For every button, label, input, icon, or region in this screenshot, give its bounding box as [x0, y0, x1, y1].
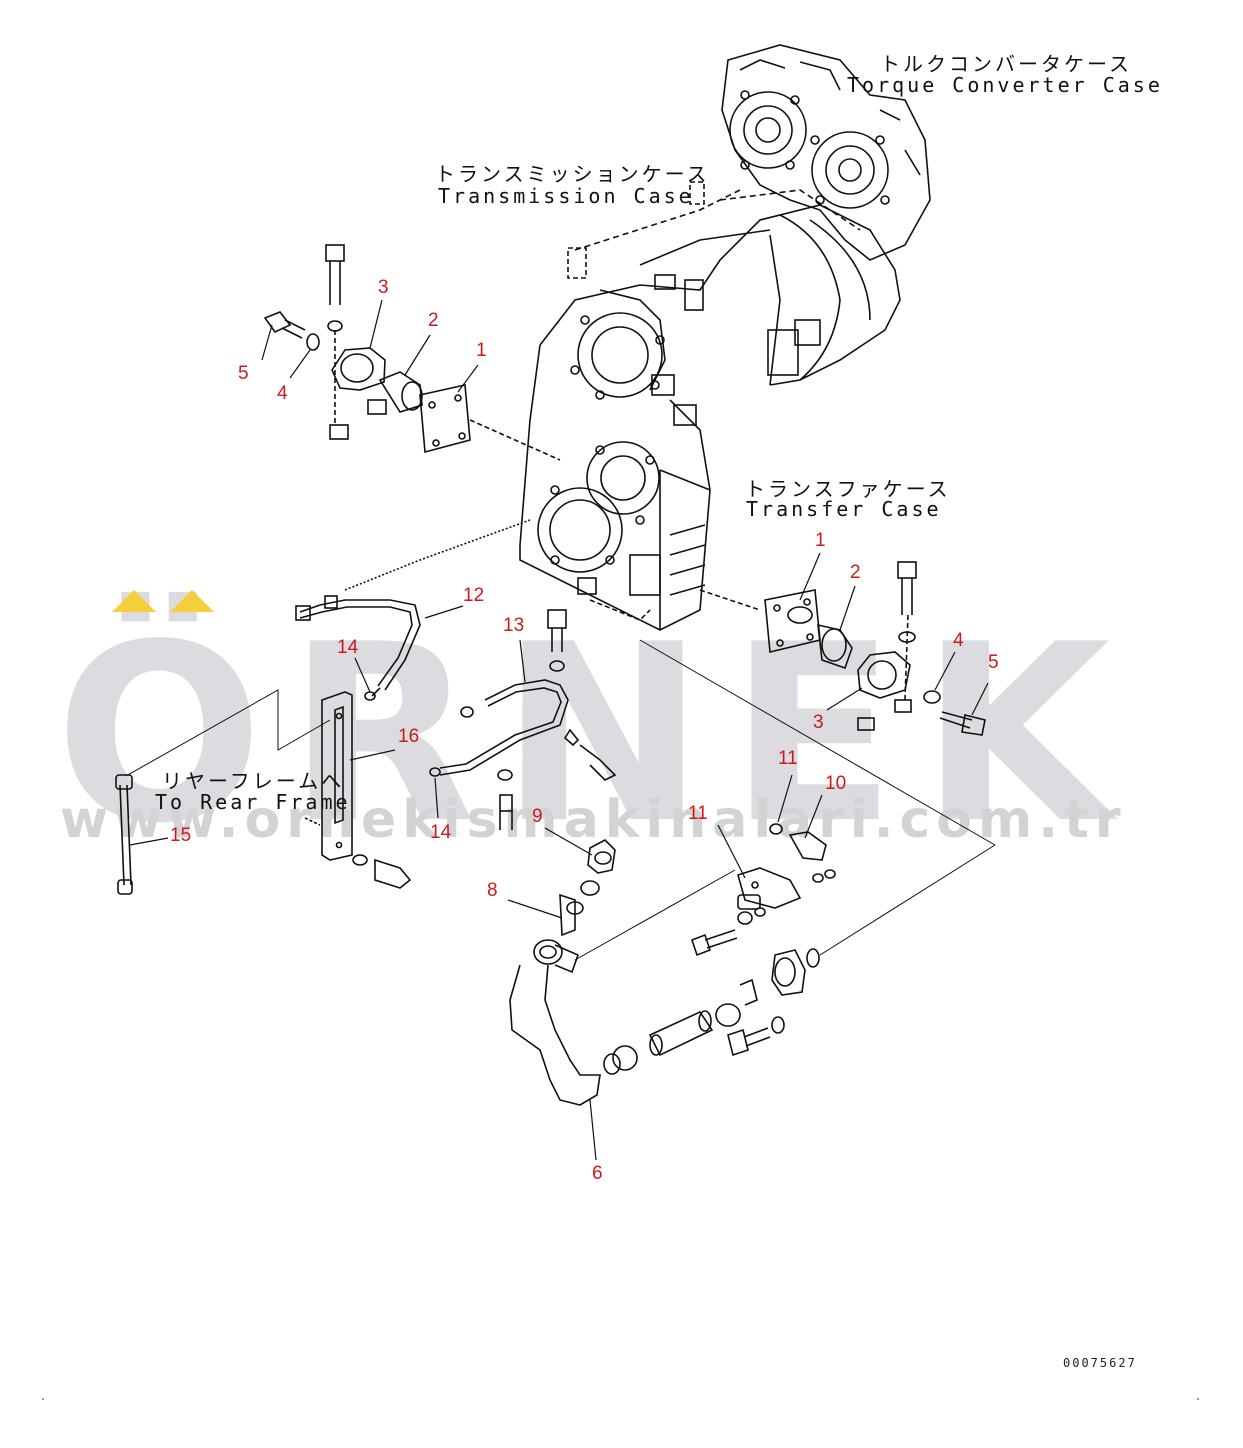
- callout-11: 11: [688, 803, 708, 824]
- document-id: 00075627: [1063, 1356, 1137, 1370]
- corner-mark-left: [42, 1398, 44, 1400]
- transfer-case-label-en: Transfer Case: [746, 497, 942, 521]
- mount-left: [263, 244, 561, 461]
- corner-mark-right: [1197, 1398, 1199, 1400]
- callout-1-upper: 1: [476, 340, 487, 361]
- callout-9: 10: [825, 773, 847, 794]
- transmission-case-label-ja: トランスミッションケース: [435, 162, 710, 186]
- transmission-case: [539, 181, 901, 426]
- rear-frame-label-en: To Rear Frame: [155, 790, 351, 814]
- watermark-brand: ÖRNEK: [55, 592, 1135, 877]
- watermark-url: www.ornekismakinalari.com.tr: [60, 790, 1127, 850]
- pipe-assembly: [509, 639, 996, 1106]
- watermark-accent-left: [112, 590, 156, 612]
- callout-10: 11: [778, 748, 798, 769]
- callout-14-lower: 14: [430, 822, 452, 843]
- callout-14-upper: 14: [337, 637, 359, 658]
- callout-2-upper: 2: [428, 310, 439, 331]
- callout-4-upper: 4: [277, 383, 288, 404]
- transmission-case-label-en: Transmission Case: [438, 184, 694, 208]
- callout-1-lower: 1: [815, 530, 826, 551]
- callout-3-lower: 3: [813, 712, 824, 733]
- hose-assembly: [115, 519, 617, 895]
- callout-6: 6: [592, 1163, 603, 1184]
- torque-converter-case: [721, 44, 931, 261]
- transfer-case: [519, 344, 711, 631]
- callout-15: 15: [170, 825, 192, 846]
- callout-7: 8: [487, 880, 498, 901]
- callout-3-upper: 3: [378, 277, 389, 298]
- callout-5-upper: 5: [238, 363, 249, 384]
- watermark-accent-right: [170, 590, 214, 612]
- callout-13: 13: [503, 615, 525, 636]
- rear-frame-label-ja: リヤーフレームへ: [162, 769, 345, 793]
- mount-right: [699, 561, 986, 736]
- callout-12: 12: [463, 585, 485, 606]
- callout-5-lower: 5: [988, 652, 999, 673]
- torque-converter-case-label-ja: トルクコンバータケース: [880, 52, 1132, 76]
- callout-8: 9: [532, 806, 543, 827]
- callout-2-lower: 2: [850, 562, 861, 583]
- transfer-case-label-ja: トランスファケース: [745, 477, 951, 501]
- callout-4-lower: 4: [953, 630, 964, 651]
- leader-lines: [129, 299, 989, 1161]
- callout-16: 16: [398, 726, 420, 747]
- torque-converter-case-label-en: Torque Converter Case: [847, 73, 1163, 97]
